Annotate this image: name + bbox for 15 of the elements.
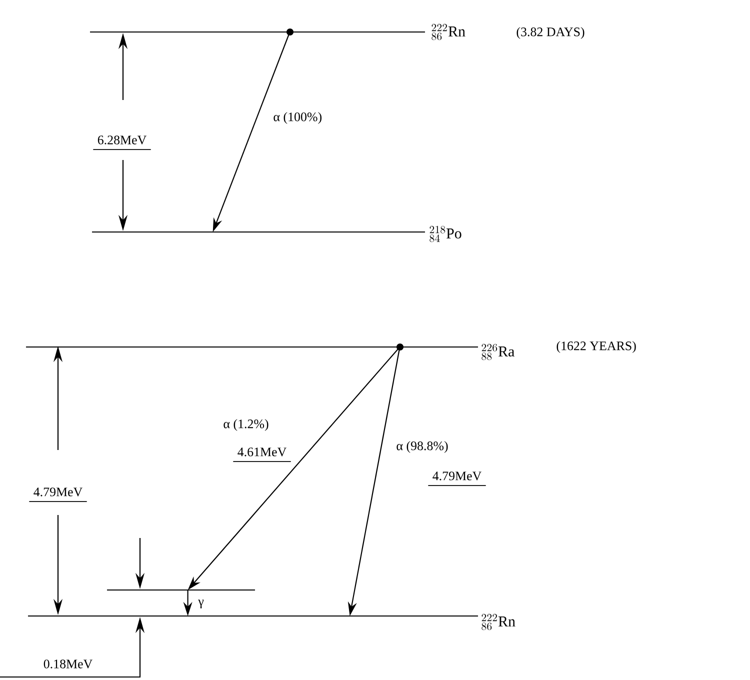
- edge-label: α (1.2%): [224, 419, 268, 431]
- edge-label: α (98.8%): [396, 441, 448, 453]
- energy-label: 4.61MeV: [232, 448, 292, 462]
- half-life-label: (1622 YEARS): [556, 341, 636, 353]
- edge-label: α (100%): [274, 112, 322, 124]
- energy-level: ${}^{222}_{86}\mathrm{Rn}$: [28, 614, 516, 630]
- energy-level: ${}^{226}_{88}\mathrm{Ra}$: [26, 344, 514, 360]
- half-life-label: (3.82 DAYS): [516, 27, 584, 39]
- energy-level: ${}^{222}_{86}\mathrm{Rn}$: [90, 24, 466, 40]
- energy-level: ${}^{218}_{84}\mathrm{Po}$: [92, 226, 462, 242]
- edge-label: γ: [198, 600, 204, 608]
- energy-label: 4.79MeV: [28, 488, 88, 502]
- energy-label: 6.28MeV: [92, 136, 152, 150]
- energy-label: 0.18MeV: [44, 660, 92, 668]
- energy-label: 4.79MeV: [428, 472, 486, 486]
